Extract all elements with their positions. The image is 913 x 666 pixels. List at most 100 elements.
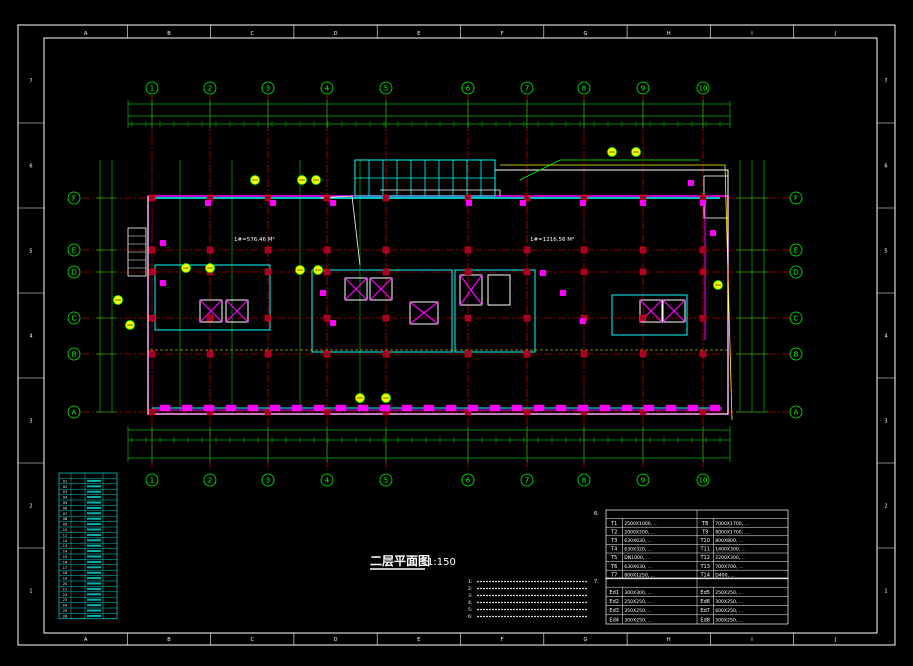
border-number-right: 7 bbox=[884, 79, 887, 85]
schedule-code: T1 bbox=[610, 521, 617, 527]
legend-row-number: 15 bbox=[63, 555, 67, 559]
column bbox=[264, 268, 272, 276]
diffuser-icon bbox=[313, 404, 325, 412]
border-letter-top: I bbox=[751, 31, 752, 37]
diffuser-icon bbox=[335, 404, 347, 412]
legend-row-number: 07 bbox=[63, 512, 67, 516]
column bbox=[323, 268, 331, 276]
diffuser-icon bbox=[687, 404, 699, 412]
grid-label-row: B bbox=[72, 351, 77, 359]
grid-bubble-row bbox=[67, 191, 81, 205]
grid-label-column: 3 bbox=[266, 85, 270, 93]
schedule-code: Ed1 bbox=[609, 590, 619, 596]
schedule-spec: 700X700, ... bbox=[715, 564, 743, 570]
schedule-spec: 2200X300, ... bbox=[715, 555, 746, 561]
note-item: 1: bbox=[468, 579, 472, 585]
legend-row-number: 26 bbox=[63, 614, 67, 618]
legend-row-number: 06 bbox=[63, 506, 67, 510]
legend-row-number: 20 bbox=[63, 582, 67, 586]
border-number-left: 1 bbox=[29, 589, 32, 595]
border-letter-top: J bbox=[834, 31, 836, 37]
grid-label-row: D bbox=[71, 269, 76, 277]
border-number-left: 3 bbox=[29, 419, 32, 425]
schedule-code: T12 bbox=[699, 555, 709, 561]
legend-swatch bbox=[87, 566, 101, 569]
grid-bubble-column bbox=[461, 81, 475, 95]
border-letter-bottom: E bbox=[417, 637, 420, 643]
schedule-code: Ed7 bbox=[700, 608, 710, 614]
grid-bubble-row bbox=[789, 311, 803, 325]
grid-label-column: 3 bbox=[266, 477, 270, 485]
border-number-right: 6 bbox=[884, 164, 887, 170]
border-number-right: 5 bbox=[884, 249, 887, 255]
grid-label-row: E bbox=[72, 247, 76, 255]
column bbox=[580, 268, 588, 276]
border-letter-top: G bbox=[584, 31, 588, 37]
schedule-spec: 250X250, ... bbox=[624, 599, 652, 605]
diffuser-icon bbox=[379, 404, 391, 412]
column bbox=[382, 314, 390, 322]
schedule-spec: 300X250, ... bbox=[715, 599, 743, 605]
border-number-left: 4 bbox=[29, 334, 32, 340]
legend-swatch bbox=[87, 593, 101, 596]
legend-row-number: 22 bbox=[63, 593, 67, 597]
schedule-spec: 630X320, ... bbox=[624, 547, 652, 553]
diffuser-icon bbox=[320, 290, 326, 296]
legend-row-number: 13 bbox=[63, 544, 67, 548]
column bbox=[699, 246, 707, 254]
legend-row-number: 19 bbox=[63, 577, 67, 581]
schedule-code: Ed3 bbox=[609, 608, 619, 614]
grid-label-column: 2 bbox=[208, 477, 212, 485]
schedule-code: T11 bbox=[699, 547, 709, 553]
column bbox=[464, 268, 472, 276]
schedule-spec: 300X250, ... bbox=[624, 617, 652, 623]
column bbox=[523, 408, 531, 416]
legend-swatch bbox=[87, 485, 101, 488]
grid-label-column: 5 bbox=[384, 85, 388, 93]
schedule-code: Ed8 bbox=[700, 617, 710, 623]
border-letter-bottom: B bbox=[167, 637, 171, 643]
diffuser-icon bbox=[555, 404, 567, 412]
diffuser-icon bbox=[709, 404, 721, 412]
schedule-code: T2 bbox=[610, 529, 617, 535]
grid-label-column: 1 bbox=[150, 85, 154, 93]
column bbox=[699, 314, 707, 322]
grid-bubble-column bbox=[320, 81, 334, 95]
schedule-spec: 2000X200, ... bbox=[624, 529, 655, 535]
border-letter-bottom: G bbox=[584, 637, 588, 643]
grid-bubble-column bbox=[577, 81, 591, 95]
legend-swatch bbox=[87, 587, 101, 590]
column bbox=[699, 268, 707, 276]
diffuser-icon bbox=[160, 240, 166, 246]
schedule-spec: 1400X300, ... bbox=[715, 547, 746, 553]
column bbox=[148, 350, 156, 358]
grid-bubble-column bbox=[145, 473, 159, 487]
schedule-code: Ed5 bbox=[700, 590, 710, 596]
schedule-code: T6 bbox=[610, 564, 617, 570]
legend-row-number: 03 bbox=[63, 490, 67, 494]
note-item: 6: bbox=[468, 614, 472, 620]
column bbox=[382, 268, 390, 276]
diffuser-icon bbox=[640, 200, 646, 206]
legend-swatch bbox=[87, 582, 101, 585]
schedule-spec: 500X250, ... bbox=[715, 617, 743, 623]
legend-swatch bbox=[87, 523, 101, 526]
legend-row-number: 02 bbox=[63, 485, 67, 489]
column bbox=[639, 268, 647, 276]
grid-bubble-column bbox=[520, 473, 534, 487]
border-number-right: 1 bbox=[884, 589, 887, 595]
legend-swatch bbox=[87, 479, 101, 482]
grid-label-row: E bbox=[794, 247, 798, 255]
column bbox=[639, 314, 647, 322]
legend-row-number: 09 bbox=[63, 523, 67, 527]
grid-label-row: B bbox=[794, 351, 799, 359]
border-letter-top: B bbox=[167, 31, 171, 37]
legend-table: 0102030405060708091011121314151617181920… bbox=[58, 472, 118, 620]
core-areas bbox=[154, 264, 688, 353]
schedule-spec: 630X630, ... bbox=[624, 564, 652, 570]
grid-bubble-row bbox=[67, 347, 81, 361]
